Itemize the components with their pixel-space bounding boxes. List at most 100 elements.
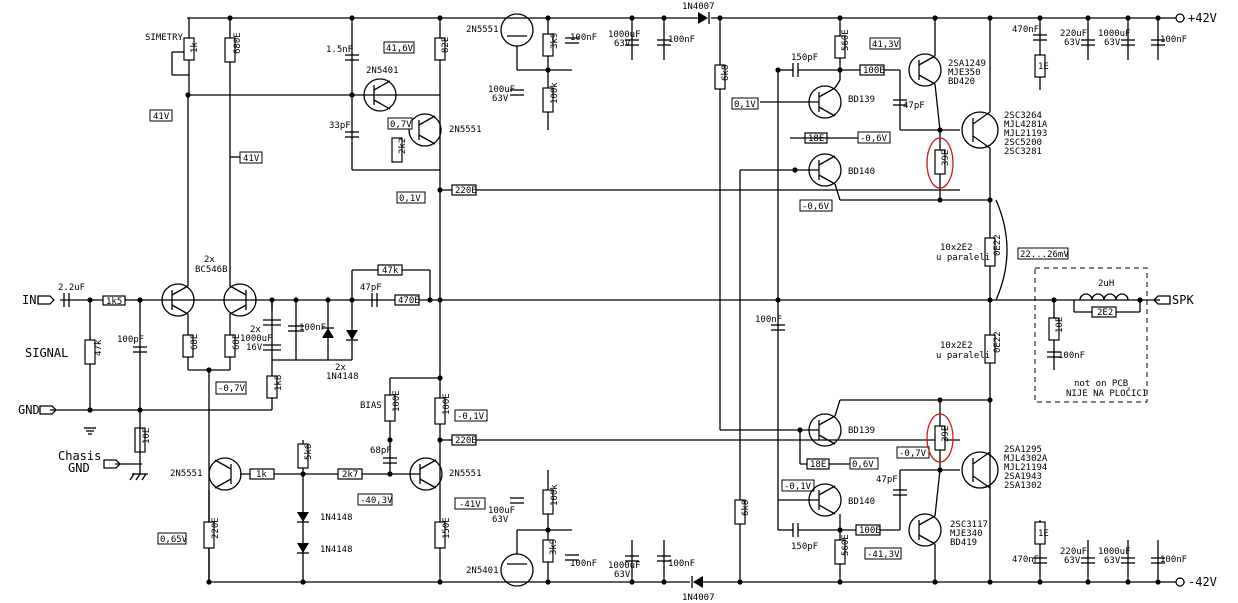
resistor-220e-top <box>451 184 477 196</box>
voltage-41a: 41V <box>153 112 170 122</box>
positive-rail-label: +42V <box>1188 11 1217 25</box>
bot-3k9-label: 3k9 <box>549 539 559 555</box>
transistor-2n5551-source <box>208 457 242 491</box>
ground-port[interactable] <box>39 405 57 415</box>
q-low-label: 2N5551 <box>449 469 482 479</box>
resistor-2k2 <box>391 137 403 163</box>
voltage-01b: 0,1V <box>734 100 756 110</box>
input-label: IN <box>22 293 36 307</box>
bot-150pf-label: 150pF <box>791 542 818 552</box>
out-up-0: 2SC3264 <box>1004 111 1042 121</box>
bot-1e-label: 1E <box>1038 529 1049 539</box>
bias-trimmer[interactable] <box>384 394 396 422</box>
speaker-label: SPK <box>1172 293 1194 307</box>
resistor-3k9-top <box>542 33 554 57</box>
resistor-47k-label: 47k <box>94 339 104 356</box>
r680-label: 680E <box>233 32 243 54</box>
resistor-10e-zobel <box>1048 317 1060 341</box>
transistor-output-lower <box>961 451 999 489</box>
diode-1n4007-bot-icon <box>693 576 703 588</box>
highlight-ellipse <box>926 413 954 463</box>
r82e-label: 82E <box>441 37 451 53</box>
drv-up-1: MJE350 <box>948 68 981 78</box>
negative-rail-terminal[interactable] <box>1175 577 1185 587</box>
voltage-01: 0,1V <box>399 194 421 204</box>
top-100nf-label: 100nF <box>570 33 597 43</box>
voltage-m413: -41,3V <box>867 550 900 560</box>
caps-count-label: 2x <box>250 325 261 335</box>
cap-100nf-label: 100nF <box>299 323 326 333</box>
q-2n5401-label: 2N5401 <box>366 66 399 76</box>
input-cap-label: 2.2uF <box>58 283 85 293</box>
bot-1000uf-rail-label: 1000uF <box>1098 547 1131 557</box>
drv-up-2: BD420 <box>948 77 975 87</box>
positive-rail-terminal[interactable] <box>1175 13 1185 23</box>
ground-symbol <box>84 427 96 435</box>
drv-dn-2: BD419 <box>950 538 977 548</box>
input-port[interactable] <box>37 295 55 305</box>
top-1000uf-rail-v-label: 63V <box>1104 38 1121 48</box>
dn-10x-label: 10x2E2 <box>940 341 973 351</box>
chassis-port[interactable] <box>103 459 121 469</box>
up-10x-label: 10x2E2 <box>940 243 973 253</box>
input-coupling-cap <box>63 293 70 307</box>
voltage-box <box>731 97 759 110</box>
top-reg-label: 2N5551 <box>466 25 499 35</box>
transistor-2n5401-reg <box>500 553 534 587</box>
top-47pf-label: 47pF <box>903 101 925 111</box>
note1-label: not on PCB <box>1074 379 1128 389</box>
bot-1000uf-label: 1000uF <box>608 561 641 571</box>
speaker-port[interactable] <box>1153 295 1171 305</box>
voltage-box <box>799 199 833 212</box>
resistor-39e-top <box>934 149 946 175</box>
diode-up-icon <box>322 328 334 338</box>
r2k2-label: 2k2 <box>398 138 408 154</box>
voltage-box <box>864 547 902 560</box>
highlight-ellipse <box>926 137 954 189</box>
bot-reg-label: 2N5401 <box>466 566 499 576</box>
resistor-0e22-lower <box>984 334 996 364</box>
q-source-label: 2N5551 <box>170 469 203 479</box>
resistor-220e-bot <box>451 434 477 446</box>
drv-up-0: 2SA1249 <box>948 59 986 69</box>
diodes-count-label: 2x <box>335 363 346 373</box>
resistor-150e <box>434 521 446 549</box>
diodes-type-label: 1N4148 <box>326 372 359 382</box>
drv-dn-0: 2SC3117 <box>950 520 988 530</box>
resistor-220e-left <box>203 521 215 549</box>
transistor-2n5551-reg <box>500 13 534 47</box>
voltage-box <box>387 117 413 130</box>
resistor-18e-bot <box>806 458 830 470</box>
bot-18e-label: 18E <box>810 460 826 470</box>
chassis-gnd-label: GND <box>68 461 90 475</box>
bias-label: BIAS <box>360 401 382 411</box>
r-bias-label: 100E <box>392 390 402 412</box>
voltage-m41: -41V <box>459 500 481 510</box>
resistor-560e-top <box>834 35 846 59</box>
up-note-label: u paraleli <box>936 253 990 263</box>
diode-1n4148-a-icon <box>297 512 309 522</box>
voltage-416: 41,6V <box>386 44 414 54</box>
bot-47pf-label: 47pF <box>876 475 898 485</box>
out-dn-2: MJL21194 <box>1004 463 1047 473</box>
resistor-1k5-label: 1k5 <box>106 297 122 307</box>
dn-bd139-label: BD139 <box>848 426 875 436</box>
out-up-2: MJL21193 <box>1004 129 1047 139</box>
resistor-0e22-upper <box>984 237 996 267</box>
resistor-39e-bot <box>934 425 946 451</box>
resistor-6k8-bot <box>734 499 746 525</box>
resistor-5k6 <box>297 443 309 469</box>
bot-220uf-label: 220uF <box>1060 547 1087 557</box>
transistor-driver-upper <box>908 53 942 87</box>
r1k-label: 1k <box>256 470 267 480</box>
top-100k-label: 100k <box>550 82 560 104</box>
resistor-47k <box>84 339 96 365</box>
top-100uf-v-label: 63V <box>492 94 509 104</box>
transistor-bc546b-left <box>161 283 195 317</box>
bot-220uf-v-label: 63V <box>1064 556 1081 566</box>
voltage-07: 0,7V <box>390 120 412 130</box>
resistor-1e-top <box>1034 54 1046 78</box>
chassis-ground-symbol <box>129 473 148 481</box>
